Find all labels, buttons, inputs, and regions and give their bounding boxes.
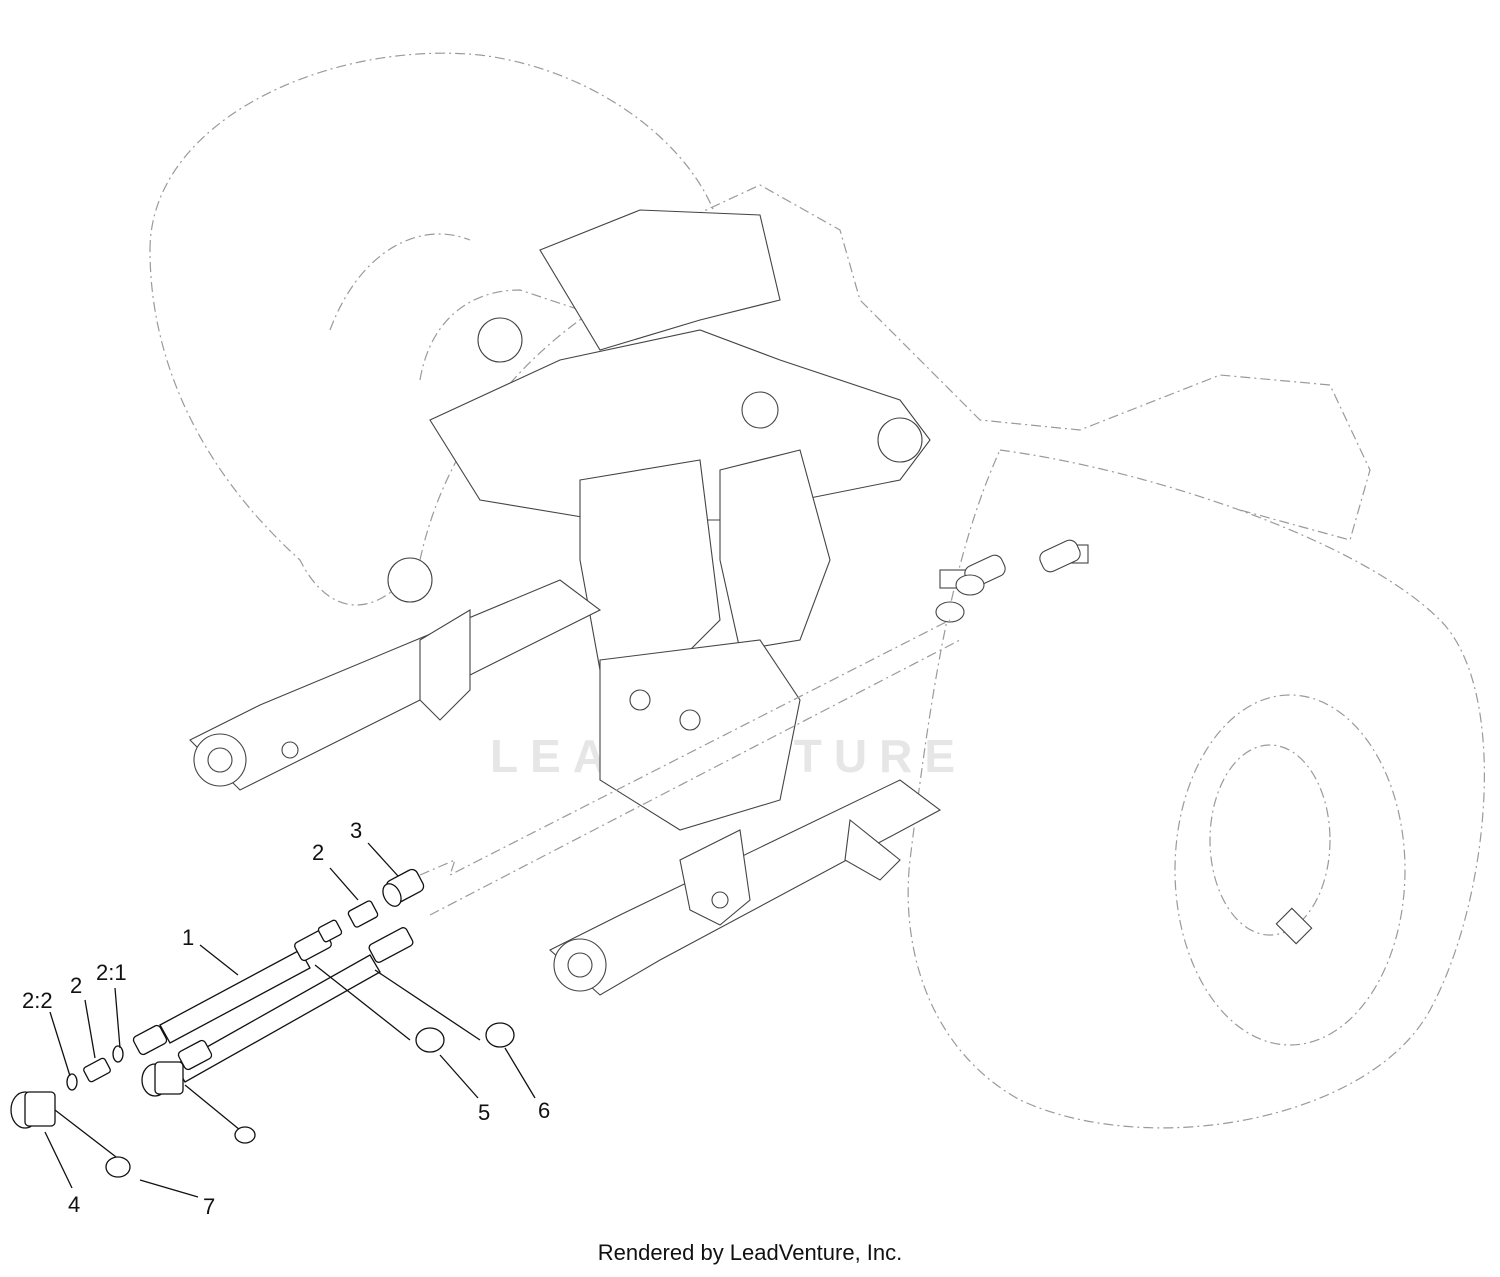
item-2-lower-adapter <box>66 1045 124 1091</box>
callout-2-lower: 2 <box>70 973 82 998</box>
render-credit: Rendered by LeadVenture, Inc. <box>597 1240 903 1265</box>
callout-2-1: 2:1 <box>96 960 127 985</box>
item-2-upper-adapter <box>347 900 379 928</box>
callout-5: 5 <box>478 1100 490 1125</box>
routing-lines <box>419 619 961 916</box>
lower-link-arm-right <box>549 779 942 996</box>
tractor-frame <box>387 184 1371 831</box>
callout-6: 6 <box>538 1098 550 1123</box>
callout-2-2: 2:2 <box>22 988 53 1013</box>
callout-1: 1 <box>182 925 194 950</box>
rear-tire-right <box>907 449 1485 1129</box>
callout-7: 7 <box>203 1194 215 1219</box>
callout-leaders <box>44 842 536 1198</box>
lower-link-arm-left <box>189 579 602 791</box>
items-5-6-7-dust-caps <box>54 964 515 1178</box>
item-4-couplers <box>10 1061 184 1129</box>
callout-3: 3 <box>350 818 362 843</box>
callout-2-upper: 2 <box>312 840 324 865</box>
item-3-coupler <box>382 868 425 907</box>
callout-4: 4 <box>68 1192 80 1217</box>
callout-labels: 1 2 3 2:1 2 2:2 4 5 6 7 <box>22 818 550 1219</box>
rear-tire-left <box>149 52 721 606</box>
item-1-hoses <box>132 919 414 1083</box>
rear-couplers <box>935 539 1081 623</box>
